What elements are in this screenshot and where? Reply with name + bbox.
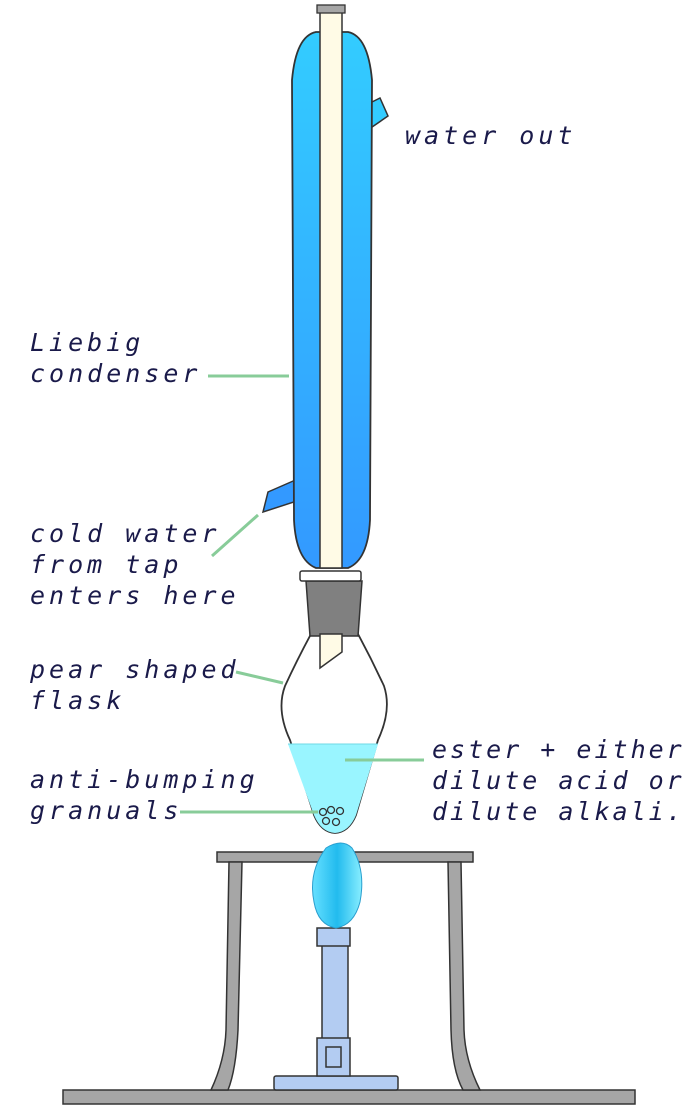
liebig-condenser-icon <box>261 4 389 670</box>
water-out-label: water out <box>405 120 576 151</box>
stopper-icon <box>305 580 363 637</box>
granules-line-2: granuals <box>30 796 183 825</box>
mixture-line-2: dilute acid or <box>432 766 685 795</box>
anti-bumping-granules-icon <box>318 805 345 827</box>
condenser-collar-icon <box>299 570 362 582</box>
mixture-line-1: ester + either <box>432 735 685 764</box>
condenser-line-1: Liebig <box>30 328 145 357</box>
cold-water-leader-line <box>211 513 259 558</box>
mixture-line-3: dilute alkali. <box>432 797 685 826</box>
pear-shaped-flask-label: pear shaped flask <box>30 654 240 716</box>
cold-water-line-2: from tap <box>30 550 183 579</box>
anti-bumping-granules-label: anti-bumping granuals <box>30 764 259 826</box>
water-out-text: water out <box>405 121 577 150</box>
flask-line-1: pear shaped <box>30 655 240 684</box>
liebig-condenser-label: Liebig condenser <box>30 327 201 389</box>
cold-water-label: cold water from tap enters here <box>30 518 240 611</box>
bunsen-burner-icon <box>273 927 399 1091</box>
pear-shaped-flask-icon <box>280 633 388 834</box>
flask-leader-line <box>235 670 284 685</box>
mixture-label: ester + either dilute acid or dilute alk… <box>432 734 685 827</box>
cold-water-line-1: cold water <box>30 519 221 548</box>
leader-lines <box>180 374 424 814</box>
granules-line-1: anti-bumping <box>30 765 259 794</box>
flame-icon <box>312 842 363 929</box>
cold-water-line-3: enters here <box>30 581 240 610</box>
liquid-icon <box>288 744 378 833</box>
flask-line-2: flask <box>30 686 126 715</box>
bench-icon <box>62 1089 636 1105</box>
condenser-line-2: condenser <box>30 359 202 388</box>
